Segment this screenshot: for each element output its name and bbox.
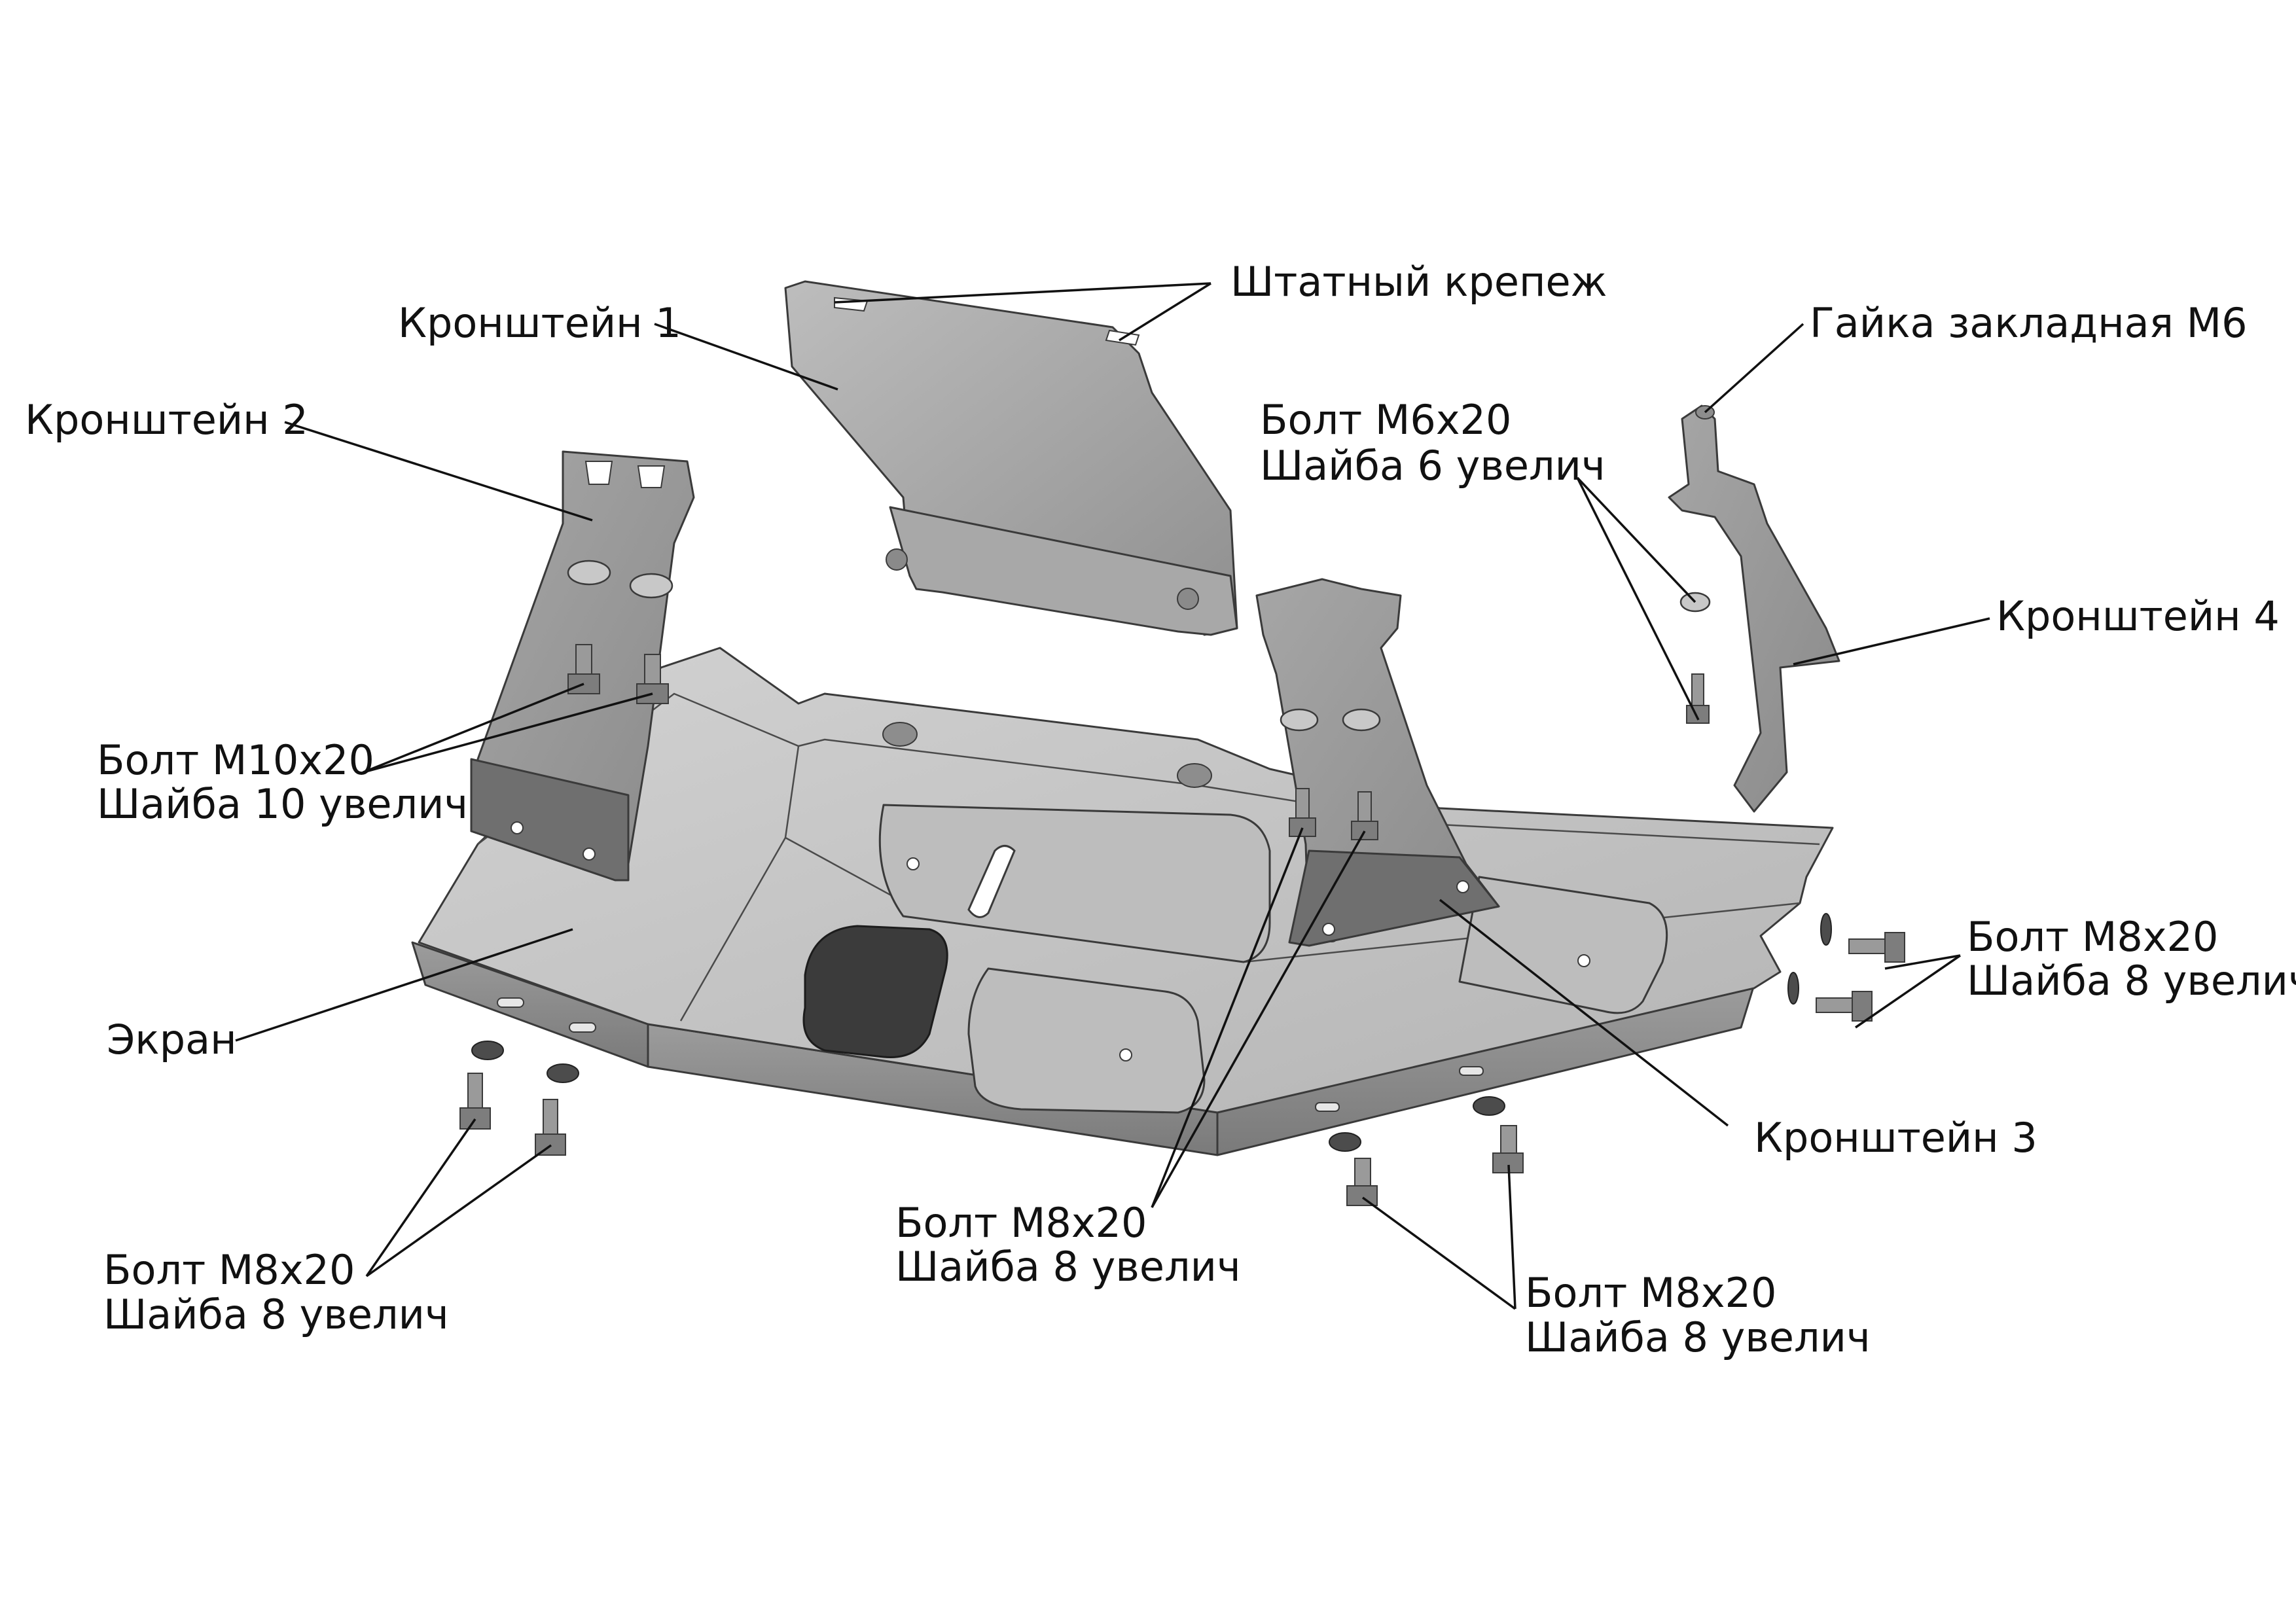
bracket-3-hole [1322,923,1335,936]
leader-bolt-m10 [363,683,584,774]
label-bolt-m8-right-line2: Шайба 8 увелич [1967,957,2296,1005]
oil-drain-cover [802,925,948,1059]
bolt-m8 [1816,991,1873,1022]
label-bracket-1: Кронштейн 1 [398,299,681,347]
washer-8 [1329,1132,1361,1152]
bracket-2-hole [511,821,524,834]
skid-plate-recess-upper [878,804,1271,963]
leader-bolt-m8-bottom [1361,1196,1516,1310]
front-wall-slot [1315,1102,1340,1112]
label-embedded-nut: Гайка закладная М6 [1810,299,2248,347]
skid-plate-boss [882,722,918,747]
label-bolt-m8-left-line1: Болт М8х20 [103,1246,355,1294]
washer-8 [1280,708,1319,732]
bracket-2 [470,450,695,882]
bracket-3 [1255,578,1500,947]
skid-plate-slot [967,845,1016,918]
leader-bolt-m8-left [365,1118,476,1277]
label-bolt-m6-line1: Болт М6х20 [1260,396,1511,444]
label-bolt-m8-center-line2: Шайба 8 увелич [895,1243,1241,1291]
skid-plate-hole [1577,954,1590,967]
bracket-4 [1668,404,1840,813]
callouts: Штатный крепеж Кронштейн 1 Кронштейн 2 Г… [25,258,2296,1361]
leader-bracket-3 [1439,899,1729,1127]
fasteners-front-left [459,1041,579,1156]
leader-bolt-m8-bottom [1507,1164,1516,1310]
label-screen: Экран [107,1016,237,1063]
skid-plate [411,647,1834,1156]
bracket-3-hole [1456,880,1469,893]
front-wall-slot [497,997,524,1008]
label-bolt-m10-line2: Шайба 10 увелич [97,780,468,828]
washer-8 [1787,972,1799,1005]
bolt-m8 [1351,791,1378,840]
label-bracket-4: Кронштейн 4 [1996,592,2280,640]
bolt-m6 [1686,673,1710,724]
label-standard-fasteners: Штатный крепеж [1230,258,1607,306]
label-bolt-m8-left-line2: Шайба 8 увелич [103,1291,449,1338]
label-bolt-m6-line2: Шайба 6 увелич [1260,442,1605,490]
bracket-2-slot [637,465,666,488]
washer-8 [547,1063,579,1083]
label-bolt-m10-line1: Болт М10х20 [97,736,374,784]
leader-bolt-m8-center [1151,830,1366,1208]
label-bolt-m8-bottom-line2: Шайба 8 увелич [1525,1313,1871,1361]
fasteners-front-right [1329,1096,1524,1206]
bracket-2-slot [584,461,613,485]
leader-bracket-2 [284,421,593,522]
bolt-m8 [1346,1158,1378,1206]
washer-8 [1473,1096,1505,1116]
skid-plate-hole [906,857,920,870]
skid-plate-boss [1177,763,1212,788]
washer-8 [471,1041,504,1060]
washer-8 [1342,708,1381,732]
fasteners-side-right [1787,913,1905,1022]
bracket-2-hole [583,847,596,861]
leader-bolt-m8-center [1151,827,1304,1208]
leader-screen [235,928,573,1042]
label-bolt-m8-bottom-line1: Болт М8х20 [1525,1269,1776,1317]
bracket-1 [784,280,1238,636]
washer-10 [629,573,673,599]
leader-lines [235,282,1990,1310]
front-wall-slot [569,1022,596,1033]
bolt-m8 [1492,1125,1524,1173]
label-bolt-m8-center-line1: Болт М8х20 [895,1199,1147,1247]
label-bolt-m8-right-line1: Болт М8х20 [1967,913,2218,961]
leader-bracket-4 [1793,617,1990,666]
leader-standard-fasteners [1119,282,1211,342]
leader-embedded-nut [1704,323,1804,414]
skid-plate-recess-lower [967,967,1206,1114]
leader-bolt-m10 [363,692,653,774]
leader-bolt-m8-right [1855,954,1961,1029]
label-bracket-2: Кронштейн 2 [25,396,308,444]
leader-bolt-m8-left [365,1144,552,1277]
label-bracket-3: Кронштейн 3 [1754,1114,2037,1162]
bracket-1-nut [886,548,908,571]
skid-plate-recess-right [1458,876,1668,1014]
bolt-m8 [459,1073,491,1130]
leader-bolt-m8-right [1884,954,1961,970]
washer-8 [1820,913,1832,946]
bolt-m8 [1289,788,1316,837]
skid-plate-hole [1119,1048,1132,1061]
bolt-m8 [1848,932,1905,963]
front-wall-slot [1459,1066,1484,1076]
leader-standard-fasteners [834,282,1211,304]
leader-bracket-1 [654,323,838,391]
bracket-1-nut [1177,588,1199,610]
washer-10 [567,560,611,586]
leader-bolt-m6 [1576,477,1700,721]
leader-bolt-m6 [1576,476,1696,603]
